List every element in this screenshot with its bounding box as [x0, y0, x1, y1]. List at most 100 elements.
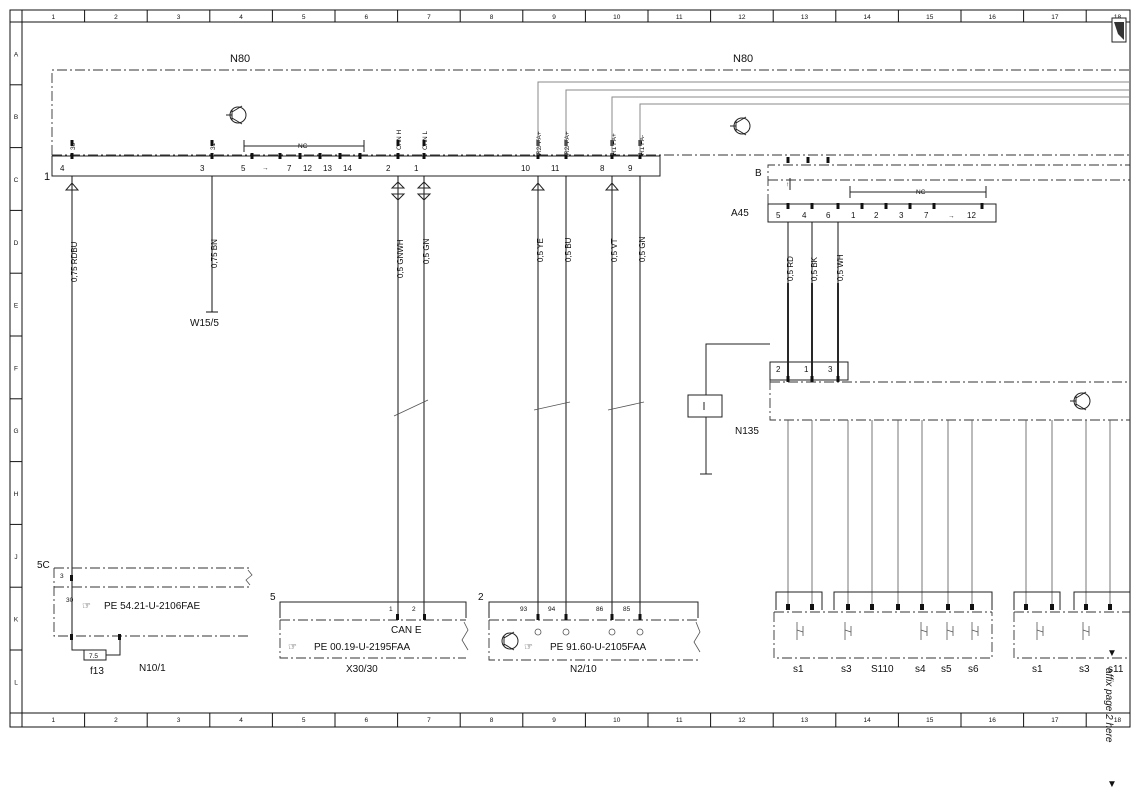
switch-contact-icon [844, 629, 852, 633]
pin-label: 7 [287, 164, 292, 173]
fuse-rating: 7.5 [89, 653, 98, 660]
pin-marker [896, 604, 900, 610]
nc-label: NC [298, 143, 308, 150]
contact-icon [562, 628, 570, 636]
wire-label: 0,5 VT [610, 238, 619, 262]
switch-s1: s1 [1032, 664, 1043, 675]
transistor-icon [730, 116, 751, 136]
grid-column-label: 1 [51, 717, 55, 724]
x30-30-marker: 5 [270, 592, 276, 603]
n80-label-left: N80 [230, 53, 250, 65]
wire-label: 0,5 GNWH [396, 239, 405, 278]
drawing-frame [9, 9, 1131, 728]
contact-icon [534, 628, 542, 636]
pin-marker [564, 614, 568, 620]
grid-column-label: 1 [51, 14, 55, 21]
pin-marker [1050, 604, 1054, 610]
pin-label: 10 [521, 164, 530, 173]
contact-icon [636, 628, 644, 636]
pin-label: 2 [386, 164, 391, 173]
pointer-hand-icon: ☞ [524, 642, 533, 653]
pin-label: 13 [323, 164, 332, 173]
grid-column-label: 7 [427, 717, 431, 724]
n135-module: 2 1 3 N135 [687, 343, 1130, 604]
grid-column-label: 13 [801, 14, 809, 21]
grid-row-label: G [13, 428, 18, 435]
grid-column-label: 4 [239, 14, 243, 21]
grid-column-label: 5 [302, 717, 306, 724]
pin-marker [870, 604, 874, 610]
pin-marker [920, 604, 924, 610]
switch-s1: s1 [793, 664, 804, 675]
grid-row-label: F [14, 365, 18, 372]
pin-marker [836, 203, 840, 209]
a45-label: A45 [731, 208, 749, 219]
grid-column-label: 3 [177, 717, 181, 724]
n10-1-module: 5C 3 30 ☞ PE 54.21-U-2106FAE 7.5 f13 N10… [37, 560, 253, 677]
pin-marker [884, 203, 888, 209]
grid-column-label: 6 [364, 717, 368, 724]
contact-icon [608, 628, 616, 636]
pin-marker [846, 604, 850, 610]
grid-column-label: 2 [114, 14, 118, 21]
n10-1-label: N10/1 [139, 663, 166, 674]
pin-label: 12 [303, 164, 312, 173]
pin-label: 4 [60, 164, 65, 173]
x30-30-label: X30/30 [346, 664, 378, 675]
pin-marker [396, 140, 400, 146]
grid-column-label: 15 [926, 717, 934, 724]
pin-marker [536, 614, 540, 620]
pin-label: 3 [200, 164, 205, 173]
pin-marker [810, 203, 814, 209]
grid-column-label: 14 [863, 717, 871, 724]
grid-row-label: J [14, 554, 17, 561]
grid-column-label: 4 [239, 717, 243, 724]
reference-x30-30: PE 00.19-U-2195FAA [314, 642, 410, 653]
pin-marker [298, 153, 302, 159]
pin-label: 1 [414, 164, 419, 173]
pin-label: 1 [804, 365, 809, 374]
corner-stamp-icon [1111, 17, 1127, 43]
pin-marker [786, 376, 790, 382]
wire-label: 0,75 BN [210, 239, 219, 268]
pin-label: 86 [596, 606, 604, 613]
grid-row-label: C [14, 177, 19, 184]
pin-label: 3 [899, 211, 904, 220]
wire-label: 0,75 RDBU [70, 241, 79, 282]
pointer-hand-icon: ☞ [288, 642, 297, 653]
grid-row-label: E [14, 303, 19, 310]
pin-marker [70, 140, 74, 146]
reference-n10-1: PE 54.21-U-2106FAE [104, 601, 200, 612]
pin-label: 30 [70, 142, 77, 150]
nc-label: NC [916, 189, 926, 196]
switch-s6: s6 [968, 664, 979, 675]
switch-contact-icon [1082, 629, 1090, 633]
pin-marker [250, 153, 254, 159]
pin-label: R1 FA- [639, 135, 646, 155]
pin-marker [836, 376, 840, 382]
pin-marker [358, 153, 362, 159]
pin-marker [980, 203, 984, 209]
grid-column-label: 7 [427, 14, 431, 21]
pin-marker [1108, 604, 1112, 610]
pin-label: 2 [776, 365, 781, 374]
grid-column-label: 17 [1051, 717, 1059, 724]
grid-row-label: K [14, 617, 19, 624]
pin-marker [932, 203, 936, 209]
pin-label: 31 [210, 142, 217, 150]
wire-label: 0,5 RD [786, 256, 795, 281]
pin-marker [338, 153, 342, 159]
pin-marker [70, 153, 74, 159]
transistor-icon [1070, 391, 1091, 411]
grid-column-label: 2 [114, 717, 118, 724]
pin-label: 14 [343, 164, 352, 173]
grid-column-label: 12 [738, 717, 746, 724]
a45-module: B A45 ↑ NC → 5 4 6 1 2 3 7 12 [731, 157, 1130, 223]
transistor-icon [501, 631, 519, 651]
wire-label: 0,5 BU [564, 237, 573, 262]
pin-label: CAN H [396, 129, 403, 150]
pin-label: 3 [828, 365, 833, 374]
pin-marker [1084, 604, 1088, 610]
feed-lines [537, 81, 1130, 155]
pin-marker [422, 153, 426, 159]
